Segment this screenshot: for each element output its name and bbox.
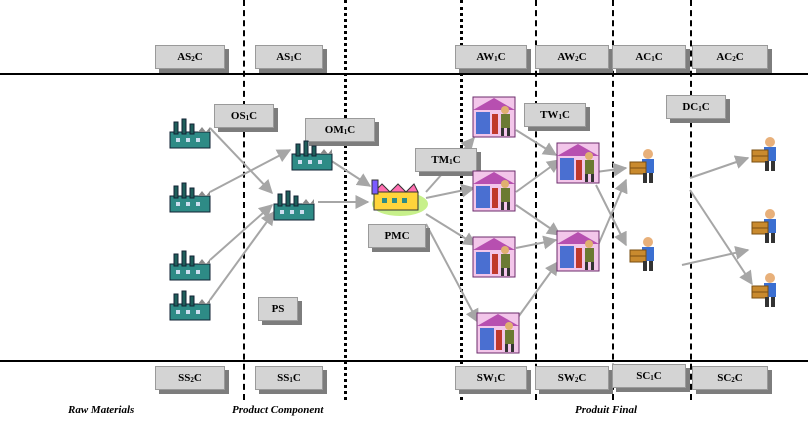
- caption-raw-materials: Raw Materials: [68, 404, 135, 416]
- as2c-box: AS2C: [155, 45, 225, 69]
- warehouse-worker-icon: [472, 96, 516, 143]
- dc1c-box: DC1C: [666, 95, 726, 119]
- tw1c-box: TW1C: [524, 103, 586, 127]
- aw1c-box: AW1C: [455, 45, 527, 69]
- factory-icon: [168, 182, 212, 219]
- delivery-person-icon: [750, 208, 784, 249]
- warehouse-worker-icon: [472, 236, 516, 283]
- delivery-person-icon: [628, 148, 662, 189]
- factory-icon: [168, 250, 212, 287]
- separator-line-3: [460, 0, 463, 400]
- bottom-boundary-line: [0, 360, 808, 362]
- arrow: [689, 189, 753, 286]
- arrow: [595, 178, 628, 251]
- ps-box: PS: [258, 297, 298, 321]
- tm1c-box: TM1C: [415, 148, 477, 172]
- pmc-box: PMC: [368, 224, 426, 248]
- caption-produit-final: Produit Final: [575, 404, 638, 416]
- factory-icon: [168, 118, 212, 155]
- factory-icon: [290, 140, 334, 177]
- arrow: [595, 162, 628, 177]
- arrow: [209, 210, 275, 301]
- aw2c-box: AW2C: [535, 45, 609, 69]
- ac2c-box: AC2C: [692, 45, 768, 69]
- warehouse-worker-icon: [472, 170, 516, 217]
- arrow: [209, 127, 273, 195]
- sw2c-box: SW2C: [535, 366, 609, 390]
- warehouse-worker-icon: [556, 230, 600, 277]
- arrow: [425, 223, 479, 324]
- arrow: [515, 260, 559, 321]
- separator-line-1: [243, 0, 245, 400]
- separator-line-6: [690, 0, 692, 400]
- sc2c-box: SC2C: [692, 366, 768, 390]
- delivery-person-icon: [750, 272, 784, 313]
- arrow: [209, 204, 274, 261]
- warehouse-worker-icon: [476, 312, 520, 359]
- sc1c-box: SC1C: [612, 364, 686, 388]
- top-boundary-line: [0, 73, 808, 75]
- separator-line-5: [612, 0, 614, 400]
- as1c-box: AS1C: [255, 45, 323, 69]
- ss2c-box: SS2C: [155, 366, 225, 390]
- caption-product-component: Product Component: [232, 404, 324, 416]
- sw1c-box: SW1C: [455, 366, 527, 390]
- arrow: [689, 155, 750, 179]
- warehouse-worker-icon: [556, 142, 600, 189]
- factory-icon: [168, 290, 212, 327]
- arrow: [515, 159, 562, 193]
- arrow: [425, 213, 478, 246]
- delivery-person-icon: [628, 236, 662, 277]
- ac1c-box: AC1C: [612, 45, 686, 69]
- arrow: [515, 235, 558, 250]
- separator-line-4: [535, 0, 537, 400]
- om1c-box: OM1C: [305, 118, 375, 142]
- arrow: [515, 204, 562, 236]
- arrow: [209, 149, 292, 193]
- arrow: [329, 159, 372, 187]
- factory-icon: [272, 190, 316, 227]
- colorful-factory-icon: [368, 178, 428, 223]
- arrow: [515, 129, 558, 156]
- arrow: [681, 245, 750, 266]
- ss1c-box: SS1C: [255, 366, 323, 390]
- os1c-box: OS1C: [214, 104, 274, 128]
- arrow: [425, 183, 476, 199]
- delivery-person-icon: [750, 136, 784, 177]
- separator-line-2: [344, 0, 347, 400]
